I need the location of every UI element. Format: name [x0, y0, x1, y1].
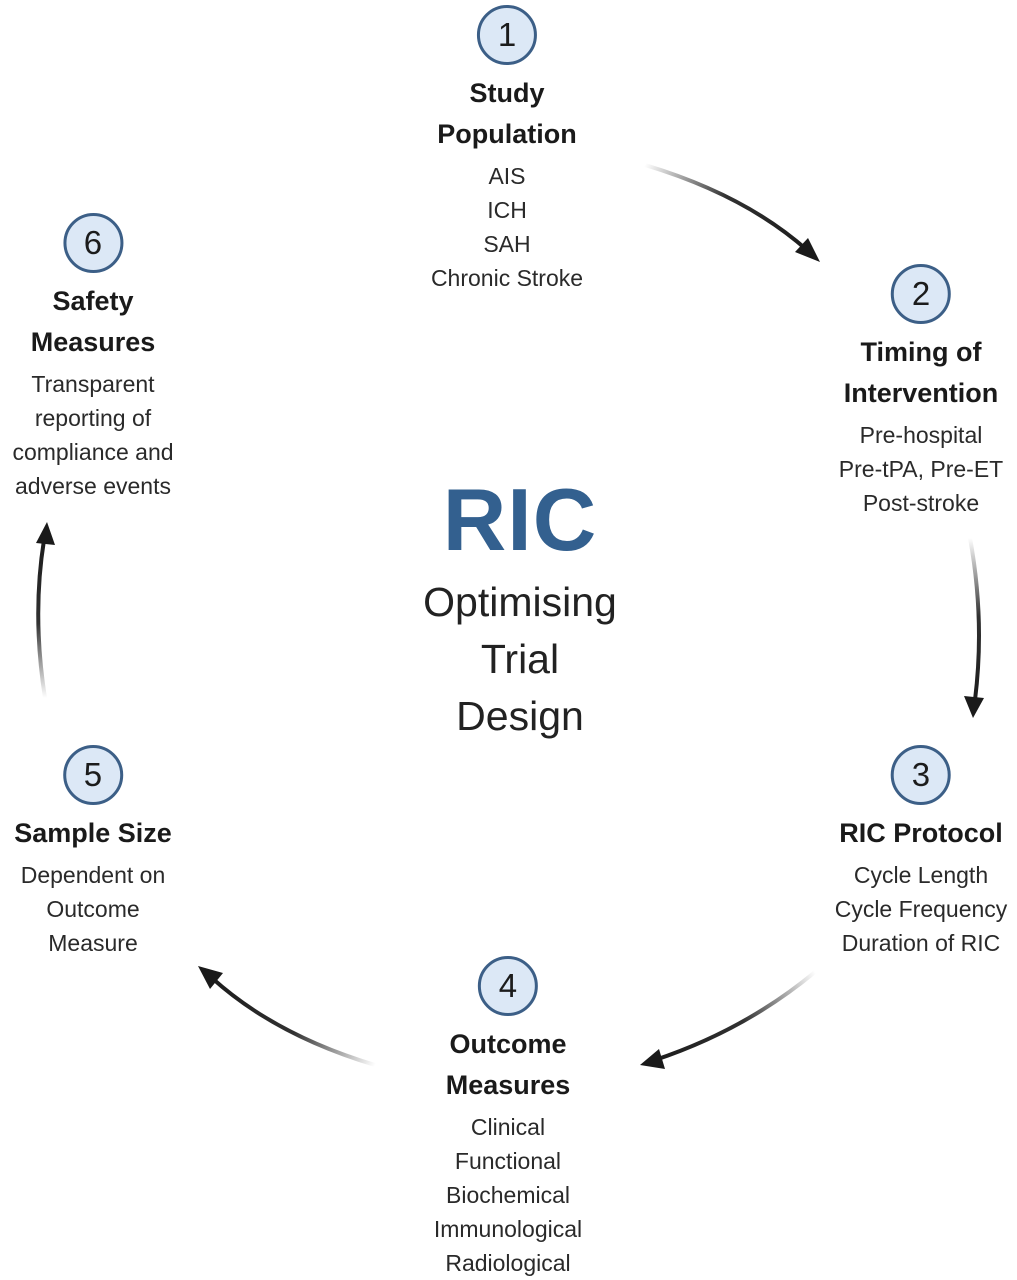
step-item: Dependent on — [20, 862, 166, 888]
step-item: Cycle Frequency — [834, 896, 1008, 922]
step-item: Duration of RIC — [841, 930, 1001, 956]
step-title: Outcome Measures — [445, 1029, 571, 1100]
center-title: RIC — [442, 470, 598, 569]
step-item: compliance and — [12, 439, 174, 465]
step-item: Outcome — [46, 896, 140, 922]
arrow-1-to-2 — [643, 163, 820, 262]
step-item: Pre-tPA, Pre-ET — [838, 456, 1004, 482]
step-safety-measures: 6 Safety Measures Transparent reporting … — [12, 213, 174, 503]
step-item: Biochemical — [445, 1182, 570, 1208]
arrow-5-to-6 — [36, 522, 55, 700]
step-item: Radiological — [445, 1250, 571, 1276]
step-study-population: 1 Study Population AIS ICH SAH Chronic S… — [431, 5, 583, 295]
step-sample-size: 5 Sample Size Dependent on Outcome Measu… — [14, 745, 172, 960]
step-item: SAH — [483, 231, 531, 257]
step-title: RIC Protocol — [839, 818, 1003, 848]
step-items: Pre-hospital Pre-tPA, Pre-ET Post-stroke — [839, 418, 1003, 520]
step-item: Cycle Length — [853, 862, 989, 888]
step-number-badge: 3 — [890, 745, 951, 805]
step-timing-of-intervention: 2 Timing of Intervention Pre-hospital Pr… — [839, 264, 1003, 520]
step-title: Study Population — [437, 78, 577, 149]
step-item: Clinical — [470, 1114, 546, 1140]
arrow-2-to-3 — [964, 536, 984, 718]
step-item: ICH — [487, 197, 527, 223]
step-items: Cycle Length Cycle Frequency Duration of… — [835, 858, 1008, 960]
center-label: RIC Optimising Trial Design — [423, 470, 617, 745]
step-item: Transparent — [31, 371, 155, 397]
step-items: Transparent reporting of compliance and … — [12, 367, 173, 503]
step-item: Pre-hospital — [859, 422, 983, 448]
center-subtitle: Optimising Trial Design — [423, 579, 617, 739]
step-item: Immunological — [433, 1216, 583, 1242]
step-title: Timing of Intervention — [843, 337, 999, 408]
step-number-badge: 6 — [62, 213, 123, 273]
step-title: Sample Size — [14, 818, 172, 848]
step-items: Clinical Functional Biochemical Immunolo… — [434, 1110, 582, 1280]
step-item: Measure — [48, 930, 138, 956]
step-item: Functional — [454, 1148, 562, 1174]
step-title: Safety Measures — [30, 286, 156, 357]
step-number-badge: 1 — [477, 5, 537, 65]
step-item: AIS — [488, 163, 526, 189]
step-item: reporting of — [34, 405, 152, 431]
step-outcome-measures: 4 Outcome Measures Clinical Functional B… — [434, 956, 582, 1280]
step-number-badge: 2 — [891, 264, 951, 324]
step-items: AIS ICH SAH Chronic Stroke — [431, 159, 583, 295]
step-item: Post-stroke — [862, 490, 980, 516]
step-item: adverse events — [15, 473, 171, 499]
arrow-4-to-5 — [198, 966, 377, 1067]
step-number-badge: 4 — [477, 956, 538, 1016]
step-items: Dependent on Outcome Measure — [21, 858, 166, 960]
step-number-badge: 5 — [62, 745, 123, 805]
arrow-3-to-4 — [640, 970, 817, 1069]
step-item: Chronic Stroke — [430, 265, 584, 291]
step-ric-protocol: 3 RIC Protocol Cycle Length Cycle Freque… — [835, 745, 1008, 960]
